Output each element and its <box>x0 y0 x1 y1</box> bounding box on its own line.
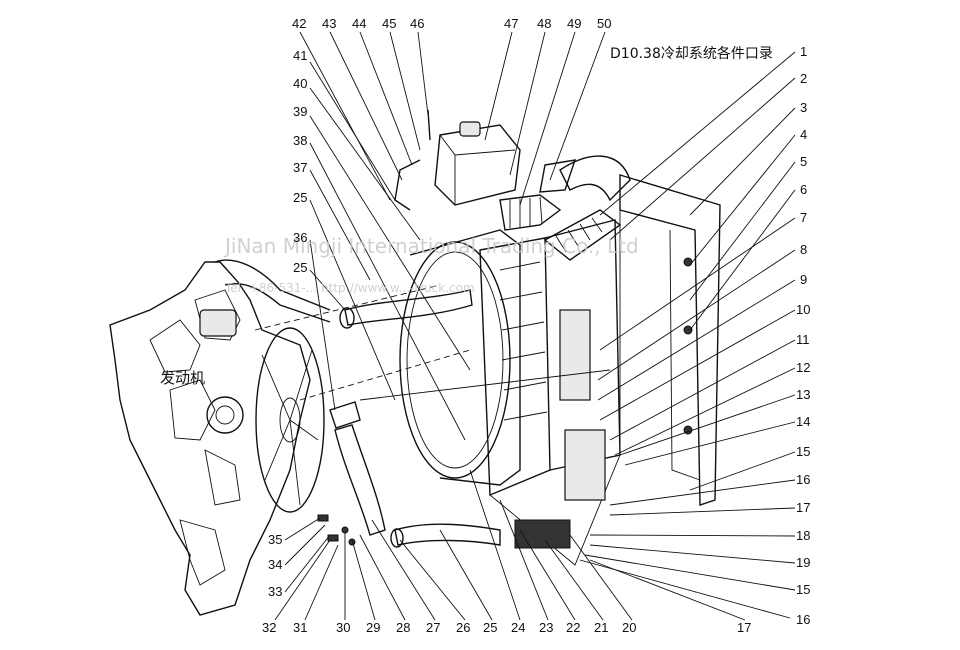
callout-number: 24 <box>511 620 525 635</box>
callout-number: 2 <box>800 71 807 86</box>
callout-number: 39 <box>293 104 307 119</box>
callout-number: 3 <box>800 100 807 115</box>
callout-number: 47 <box>504 16 518 31</box>
callout-number: 43 <box>322 16 336 31</box>
engine-label: 发动机 <box>160 369 205 387</box>
leader-lines <box>274 31 796 621</box>
callout-number: 4 <box>800 127 807 142</box>
callout-number: 16 <box>796 472 810 487</box>
callout-number: 45 <box>382 16 396 31</box>
callout-number: 17 <box>796 500 810 515</box>
callout-number: 36 <box>293 230 307 245</box>
callout-number: 42 <box>292 16 306 31</box>
callout-number: 10 <box>796 302 810 317</box>
callout-number: 12 <box>796 360 810 375</box>
callout-number: 49 <box>567 16 581 31</box>
callout-number: 29 <box>366 620 380 635</box>
callout-number: 7 <box>800 210 807 225</box>
upper-pipe <box>214 259 611 401</box>
callouts-left: 41 40 39 38 37 25 25 36 <box>293 48 307 275</box>
watermark-company: JiNan Mingji International Trading Co., … <box>223 234 639 258</box>
mounting-frame <box>619 174 721 506</box>
callout-number: 14 <box>796 414 810 429</box>
callout-number: 17 <box>737 620 751 635</box>
callout-number: 30 <box>336 620 350 635</box>
callouts-right: 1 2 3 4 5 6 7 8 9 10 11 12 13 14 15 16 1… <box>796 44 810 627</box>
callout-number: 35 <box>268 532 282 547</box>
callout-number: 20 <box>622 620 636 635</box>
callout-number: 15 <box>796 582 810 597</box>
callout-number: 26 <box>456 620 470 635</box>
engine-block <box>109 261 311 616</box>
callouts-top: 42 43 44 45 46 47 48 49 50 <box>292 16 611 31</box>
callout-number: 32 <box>262 620 276 635</box>
fan-shroud <box>399 229 521 486</box>
callout-number: 40 <box>293 76 307 91</box>
callout-number: 41 <box>293 48 307 63</box>
callout-number: 27 <box>426 620 440 635</box>
callout-number: 16 <box>796 612 810 627</box>
callout-number: 50 <box>597 16 611 31</box>
callout-number: 5 <box>800 154 807 169</box>
callout-number: 48 <box>537 16 551 31</box>
callout-number: 19 <box>796 555 810 570</box>
callout-number: 15 <box>796 444 810 459</box>
callout-number: 21 <box>594 620 608 635</box>
callout-number: 22 <box>566 620 580 635</box>
callout-number: 37 <box>293 160 307 175</box>
callout-number: 13 <box>796 387 810 402</box>
callout-number: 28 <box>396 620 410 635</box>
callout-number: 23 <box>539 620 553 635</box>
callout-number: 44 <box>352 16 366 31</box>
callout-number: 18 <box>796 528 810 543</box>
charge-air-hoses <box>499 155 631 261</box>
callouts-bottom: 35 34 33 32 31 30 29 28 27 26 25 24 23 2… <box>262 532 751 635</box>
bracket-small-parts <box>317 514 356 546</box>
callout-number: 31 <box>293 620 307 635</box>
callout-number: 25 <box>483 620 497 635</box>
callout-number: 25 <box>293 260 307 275</box>
callout-number: 25 <box>293 190 307 205</box>
callout-number: 1 <box>800 44 807 59</box>
expansion-tank <box>394 109 521 211</box>
callout-number: 8 <box>800 242 807 257</box>
callout-number: 46 <box>410 16 424 31</box>
callout-number: 34 <box>268 557 282 572</box>
fan <box>255 327 325 513</box>
callout-number: 38 <box>293 133 307 148</box>
callout-number: 9 <box>800 272 807 287</box>
radiator <box>479 219 621 566</box>
callout-number: 6 <box>800 182 807 197</box>
watermark-contact: Tel: +86-531-... http://www.w...-truck.c… <box>224 281 475 295</box>
callout-number: 11 <box>796 332 810 347</box>
callout-number: 33 <box>268 584 282 599</box>
diagram-title: D10.38冷却系统各件口录 <box>610 46 773 62</box>
